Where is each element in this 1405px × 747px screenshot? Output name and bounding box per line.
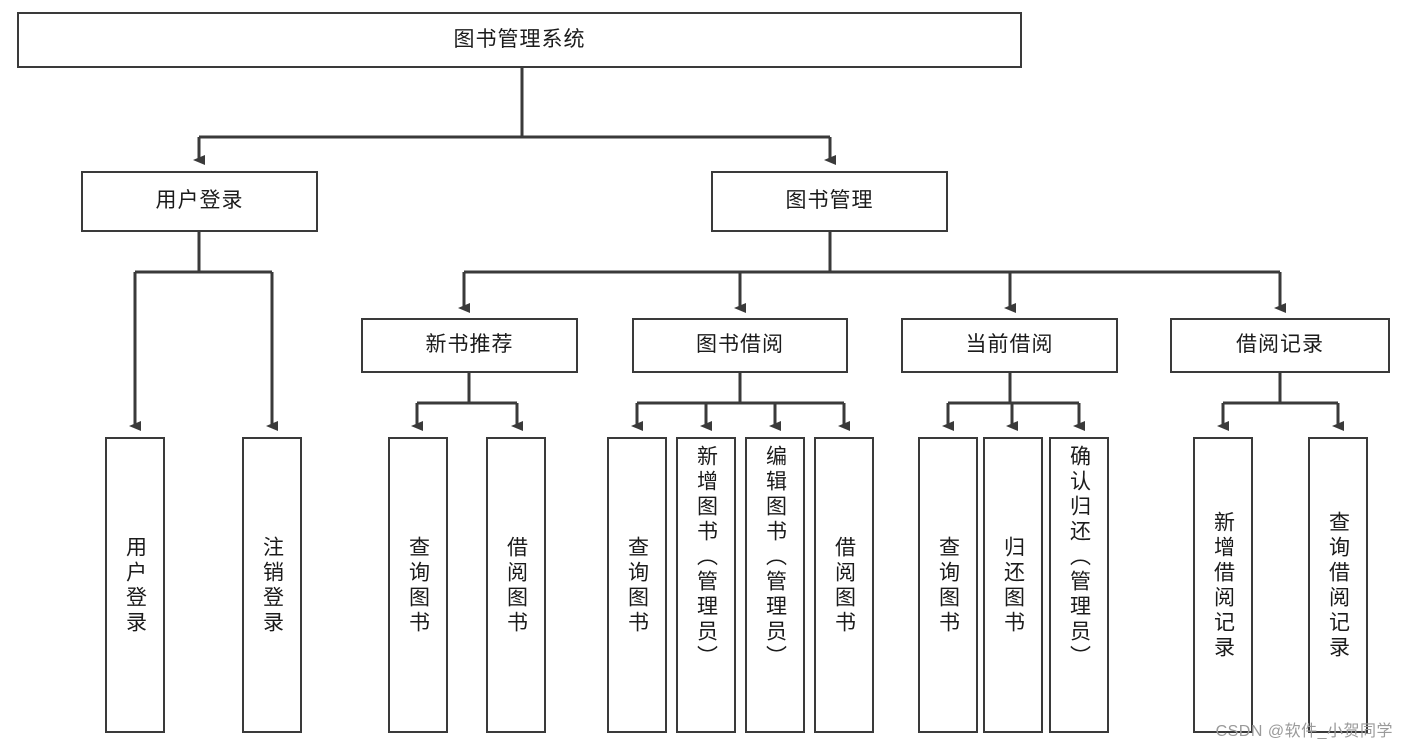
node-label: 确认归还（管理员）	[1067, 445, 1091, 670]
node-borrow-record[interactable]: 借阅记录	[1170, 318, 1390, 373]
leaf-current-confirm-return-admin[interactable]: 确认归还（管理员）	[1049, 437, 1109, 733]
node-label: 查询图书	[936, 536, 960, 636]
node-label: 查询图书	[625, 536, 649, 636]
node-label: 注销登录	[260, 536, 284, 636]
node-label: 用户登录	[155, 189, 244, 213]
node-label: 归还图书	[1001, 536, 1025, 636]
node-label: 新增图书（管理员）	[694, 445, 718, 670]
leaf-borrow-borrow-book[interactable]: 借阅图书	[814, 437, 874, 733]
node-label: 图书管理系统	[453, 27, 586, 51]
leaf-borrow-add-book-admin[interactable]: 新增图书（管理员）	[676, 437, 736, 733]
leaf-current-query-book[interactable]: 查询图书	[918, 437, 978, 733]
node-label: 编辑图书（管理员）	[763, 445, 787, 670]
node-label: 借阅图书	[504, 536, 528, 636]
node-label: 图书管理	[785, 189, 874, 213]
node-root-system[interactable]: 图书管理系统	[17, 12, 1022, 68]
node-label: 新增借阅记录	[1211, 511, 1235, 661]
leaf-recommend-borrow-book[interactable]: 借阅图书	[486, 437, 546, 733]
node-label: 用户登录	[123, 536, 147, 636]
leaf-user-login-login[interactable]: 用户登录	[105, 437, 165, 733]
node-label: 查询图书	[406, 536, 430, 636]
leaf-user-login-logout[interactable]: 注销登录	[242, 437, 302, 733]
leaf-borrow-query-book[interactable]: 查询图书	[607, 437, 667, 733]
node-current-borrow[interactable]: 当前借阅	[901, 318, 1118, 373]
leaf-record-add-record[interactable]: 新增借阅记录	[1193, 437, 1253, 733]
node-label: 查询借阅记录	[1326, 511, 1350, 661]
leaf-borrow-edit-book-admin[interactable]: 编辑图书（管理员）	[745, 437, 805, 733]
node-user-login[interactable]: 用户登录	[81, 171, 318, 232]
leaf-record-query-record[interactable]: 查询借阅记录	[1308, 437, 1368, 733]
watermark: CSDN @软件_小贺同学	[1215, 723, 1393, 740]
node-book-management[interactable]: 图书管理	[711, 171, 948, 232]
node-book-borrow[interactable]: 图书借阅	[632, 318, 848, 373]
node-label: 图书借阅	[696, 333, 784, 357]
node-label: 借阅记录	[1236, 333, 1324, 357]
leaf-recommend-query-book[interactable]: 查询图书	[388, 437, 448, 733]
leaf-current-return-book[interactable]: 归还图书	[983, 437, 1043, 733]
node-label: 新书推荐	[425, 333, 514, 357]
node-label: 借阅图书	[832, 536, 856, 636]
node-new-book-recommend[interactable]: 新书推荐	[361, 318, 578, 373]
node-label: 当前借阅	[965, 333, 1054, 357]
